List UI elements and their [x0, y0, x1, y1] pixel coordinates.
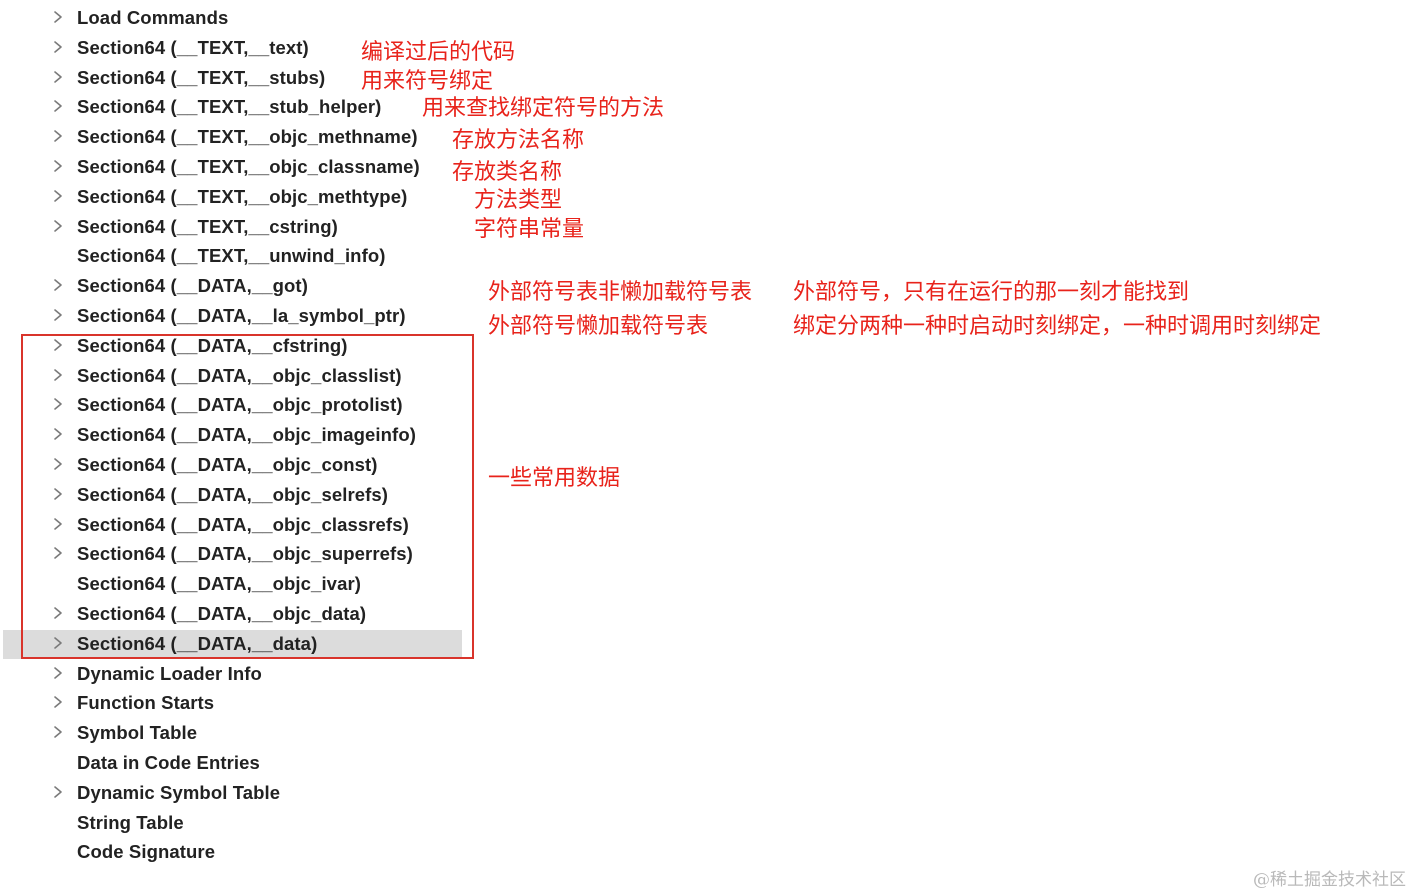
chevron-right-icon[interactable] [53, 277, 67, 295]
chevron-right-icon[interactable] [53, 367, 67, 385]
chevron-right-icon[interactable] [53, 724, 67, 742]
tree-row[interactable]: Data in Code Entries [3, 749, 462, 778]
annotation-text: 编译过后的代码 [361, 40, 516, 65]
annotation-la-symbol-ptr-detail: 绑定分两种一种时启动时刻绑定，一种时调用时刻绑定 [793, 314, 1322, 339]
annotation-data-group: 一些常用数据 [488, 466, 621, 491]
tree-row-label: Section64 (__TEXT,__objc_methtype) [77, 185, 408, 207]
tree-row[interactable]: Section64 (__DATA,__objc_data) [3, 600, 462, 629]
annotation-la-symbol-ptr: 外部符号懒加载符号表 [488, 314, 709, 339]
annotation-methname: 存放方法名称 [452, 128, 585, 153]
chevron-right-icon[interactable] [53, 605, 67, 623]
annotation-got: 外部符号表非懒加载符号表 [488, 280, 753, 305]
chevron-right-icon[interactable] [53, 188, 67, 206]
chevron-right-icon[interactable] [53, 396, 67, 414]
annotation-classname: 存放类名称 [452, 160, 563, 185]
tree-row-label: Section64 (__DATA,__la_symbol_ptr) [77, 305, 406, 326]
chevron-right-icon[interactable] [53, 9, 67, 27]
tree-row[interactable]: Section64 (__DATA,__objc_protolist) [3, 391, 462, 420]
tree-row[interactable]: Section64 (__TEXT,__objc_methname) [3, 123, 462, 152]
annotation-got-detail: 外部符号，只有在运行的那一刻才能找到 [793, 280, 1190, 305]
chevron-right-icon[interactable] [53, 39, 67, 57]
tree-row[interactable]: Section64 (__DATA,__got) [3, 272, 462, 301]
chevron-right-icon[interactable] [53, 635, 67, 653]
tree-row-label: Section64 (__DATA,__objc_classrefs) [77, 513, 409, 535]
tree-row-label: Section64 (__TEXT,__text) [77, 36, 309, 58]
annotation-stubs: 用来符号绑定 [361, 69, 494, 94]
tree-row-label: Dynamic Symbol Table [77, 781, 281, 803]
tree-row[interactable]: Section64 (__DATA,__objc_classrefs) [3, 511, 462, 540]
chevron-right-icon[interactable] [53, 545, 67, 563]
tree-row-label: Load Commands [77, 7, 229, 28]
tree-row-label: Section64 (__DATA,__objc_ivar) [77, 573, 362, 595]
tree-row[interactable]: Section64 (__DATA,__objc_superrefs) [3, 540, 462, 569]
tree-row[interactable]: Function Starts [3, 689, 462, 718]
chevron-right-icon[interactable] [53, 516, 67, 534]
tree-row-label: Dynamic Loader Info [77, 662, 262, 684]
tree-row-label: Section64 (__TEXT,__objc_classname) [77, 156, 420, 177]
tree-row-label: Data in Code Entries [77, 752, 260, 773]
chevron-right-icon[interactable] [53, 128, 67, 146]
chevron-right-icon[interactable] [53, 486, 67, 504]
tree-row-label: Section64 (__DATA,__objc_protolist) [77, 394, 403, 416]
tree-row-label: Section64 (__TEXT,__unwind_info) [77, 245, 386, 267]
tree-row[interactable]: Section64 (__TEXT,__unwind_info) [3, 242, 462, 271]
chevron-right-icon[interactable] [53, 158, 67, 176]
tree-row-label: Section64 (__DATA,__cfstring) [77, 334, 348, 356]
tree-row[interactable]: Section64 (__TEXT,__cstring) [3, 213, 462, 242]
tree-row-label: Function Starts [77, 692, 215, 714]
tree-row[interactable]: Section64 (__DATA,__objc_selrefs) [3, 481, 462, 510]
tree-row-label: Section64 (__TEXT,__objc_methname) [77, 126, 418, 148]
tree-row-label: String Table [77, 811, 184, 833]
data-sections-highlight-box [21, 334, 474, 659]
watermark: @稀土掘金技术社区 [1253, 870, 1406, 890]
tree-row-label: Section64 (__DATA,__data) [77, 632, 318, 654]
tree-row[interactable]: Section64 (__DATA,__objc_ivar) [3, 570, 462, 599]
annotation-methtype: 方法类型 [474, 188, 563, 213]
chevron-right-icon[interactable] [53, 694, 67, 712]
tree-row[interactable]: Section64 (__DATA,__data) [3, 629, 462, 659]
annotation-cstring: 字符串常量 [474, 217, 585, 242]
tree-row-label: Section64 (__TEXT,__stubs) [77, 66, 326, 88]
tree-row[interactable]: Code Signature [3, 838, 462, 867]
chevron-right-icon[interactable] [53, 69, 67, 87]
tree-row-label: Section64 (__TEXT,__stub_helper) [77, 96, 382, 118]
tree-row[interactable]: Section64 (__TEXT,__text) [3, 34, 462, 63]
tree-row[interactable]: Section64 (__DATA,__cfstring) [3, 332, 462, 361]
tree-row[interactable]: Section64 (__DATA,__la_symbol_ptr) [3, 302, 462, 331]
tree-row[interactable]: Section64 (__TEXT,__objc_classname) [3, 153, 462, 182]
chevron-right-icon[interactable] [53, 784, 67, 802]
chevron-right-icon[interactable] [53, 426, 67, 444]
chevron-right-icon[interactable] [53, 307, 67, 325]
tree-row-label: Symbol Table [77, 722, 198, 744]
tree-row-label: Section64 (__DATA,__objc_imageinfo) [77, 424, 416, 446]
tree-row-label: Section64 (__DATA,__objc_classlist) [77, 364, 402, 386]
annotation-stub-helper: 用来查找绑定符号的方法 [422, 96, 665, 121]
tree-row-label: Section64 (__DATA,__got) [77, 275, 308, 297]
tree-row-label: Section64 (__TEXT,__cstring) [77, 215, 338, 237]
tree-row[interactable]: Dynamic Loader Info [3, 660, 462, 689]
chevron-right-icon[interactable] [53, 337, 67, 355]
tree-row-label: Section64 (__DATA,__objc_const) [77, 454, 378, 475]
tree-row-label: Section64 (__DATA,__objc_superrefs) [77, 543, 413, 565]
tree-row-label: Code Signature [77, 841, 216, 863]
tree-row[interactable]: Section64 (__TEXT,__objc_methtype) [3, 183, 462, 212]
tree-row[interactable]: String Table [3, 809, 462, 838]
chevron-right-icon[interactable] [53, 665, 67, 683]
tree-row[interactable]: Section64 (__TEXT,__stubs) [3, 64, 462, 93]
tree-row-label: Section64 (__DATA,__objc_selrefs) [77, 483, 389, 505]
chevron-right-icon[interactable] [53, 456, 67, 474]
chevron-right-icon[interactable] [53, 98, 67, 116]
tree-row[interactable]: Section64 (__DATA,__objc_const) [3, 451, 462, 480]
tree-row-label: Section64 (__DATA,__objc_data) [77, 603, 367, 624]
tree-row[interactable]: Load Commands [3, 4, 462, 33]
chevron-right-icon[interactable] [53, 218, 67, 236]
tree-row[interactable]: Dynamic Symbol Table [3, 779, 462, 808]
tree-row[interactable]: Section64 (__DATA,__objc_imageinfo) [3, 421, 462, 450]
tree-row[interactable]: Section64 (__DATA,__objc_classlist) [3, 362, 462, 391]
tree-row[interactable]: Symbol Table [3, 719, 462, 748]
tree-row[interactable]: Section64 (__TEXT,__stub_helper) [3, 93, 462, 122]
